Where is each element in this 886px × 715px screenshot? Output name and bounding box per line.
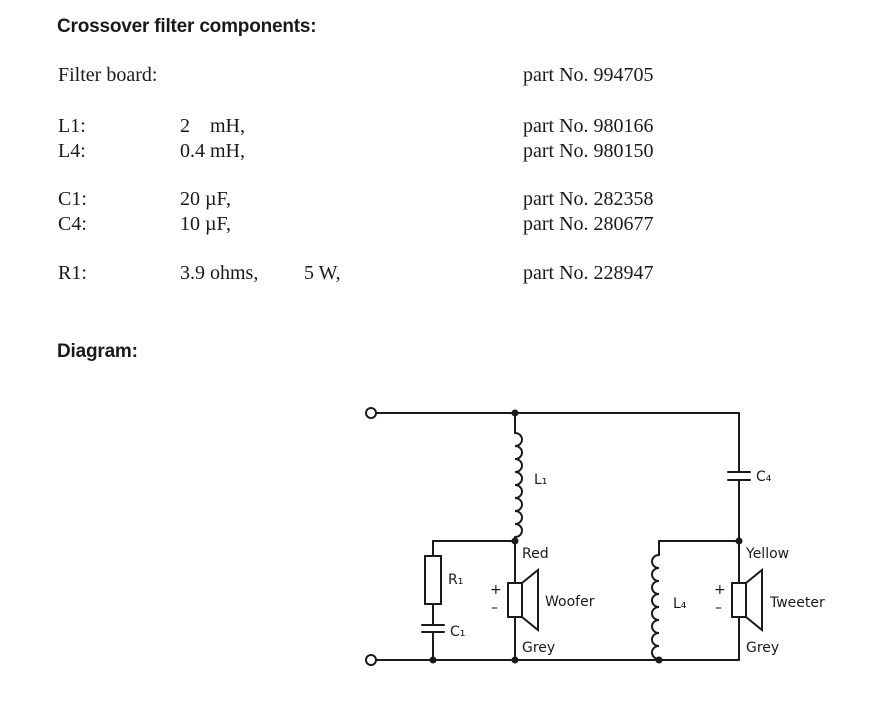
- label-grey-woofer: Grey: [522, 640, 555, 656]
- components-heading: Crossover filter components:: [57, 16, 317, 37]
- filter-board-label: Filter board:: [58, 64, 158, 86]
- label-l4: L₄: [673, 596, 687, 612]
- l1-value: 2 mH,: [180, 115, 245, 137]
- junction-dot: [735, 537, 743, 545]
- label-c1: C₁: [450, 624, 465, 640]
- tweeter-plus-sign: +: [714, 582, 726, 598]
- input-terminal-top: [365, 407, 377, 419]
- c4-part: part No. 280677: [523, 213, 654, 235]
- inductor-l1-symbol: [514, 432, 523, 538]
- filter-board-part: part No. 994705: [523, 64, 654, 86]
- woofer-minus-sign: –: [491, 600, 498, 616]
- junction-dot: [511, 537, 519, 545]
- label-grey-tweeter: Grey: [746, 640, 779, 656]
- woofer-speaker-cone: [521, 567, 539, 633]
- c1-value: 20 µF,: [180, 188, 232, 210]
- woofer-plus-sign: +: [490, 582, 502, 598]
- junction-dot: [511, 409, 519, 417]
- tweeter-speaker-cone: [745, 567, 763, 633]
- label-yellow: Yellow: [745, 546, 789, 562]
- l1-ref: L1:: [58, 115, 86, 137]
- r1-ref: R1:: [58, 262, 87, 284]
- l4-ref: L4:: [58, 140, 86, 162]
- label-l1: L₁: [534, 472, 547, 488]
- tweeter-minus-sign: –: [715, 600, 722, 616]
- junction-dot: [429, 656, 437, 664]
- diagram-heading: Diagram:: [57, 341, 138, 362]
- label-tweeter: Tweeter: [769, 595, 825, 611]
- c4-value: 10 µF,: [180, 213, 232, 235]
- label-c4: C₄: [756, 469, 772, 485]
- l4-part: part No. 980150: [523, 140, 654, 162]
- l4-value: 0.4 mH,: [180, 140, 245, 162]
- r1-power: 5 W,: [304, 262, 341, 284]
- r1-value: 3.9 ohms,: [180, 262, 259, 284]
- r1-part: part No. 228947: [523, 262, 654, 284]
- tweeter-speaker-magnet: [731, 582, 747, 618]
- c1-ref: C1:: [58, 188, 87, 210]
- resistor-r1-symbol: [424, 555, 442, 605]
- c4-ref: C4:: [58, 213, 87, 235]
- woofer-speaker-magnet: [507, 582, 523, 618]
- label-woofer: Woofer: [545, 594, 595, 610]
- c1-part: part No. 282358: [523, 188, 654, 210]
- l1-part: part No. 980166: [523, 115, 654, 137]
- junction-dot: [655, 656, 663, 664]
- inductor-l4-symbol: [651, 554, 660, 660]
- label-red: Red: [522, 546, 549, 562]
- junction-dot: [511, 656, 519, 664]
- label-r1: R₁: [448, 572, 463, 588]
- input-terminal-bottom: [365, 654, 377, 666]
